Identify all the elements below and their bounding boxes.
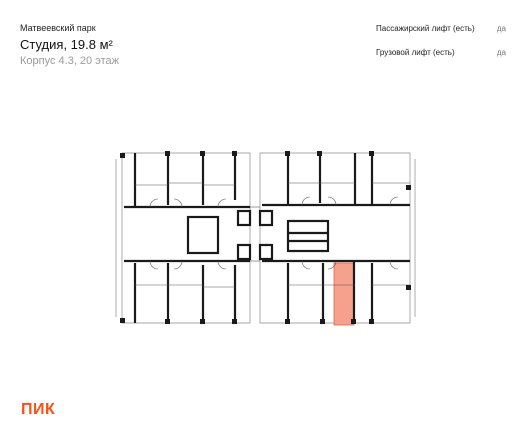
project-name: Матвеевский парк — [20, 23, 96, 33]
spec-value: да — [496, 48, 506, 57]
highlighted-apartment[interactable] — [333, 262, 355, 326]
building-floor: Корпус 4.3, 20 этаж — [20, 55, 119, 67]
spec-passenger-lift: Пассажирский лифт (есть) да — [376, 24, 506, 33]
pik-logo: ПИК — [21, 401, 56, 418]
apartment-title: Студия, 19.8 м² — [20, 37, 113, 52]
floor-plan — [115, 151, 416, 326]
spec-label: Пассажирский лифт (есть) — [376, 24, 475, 33]
spec-value: да — [496, 24, 506, 33]
spec-label: Грузовой лифт (есть) — [376, 48, 455, 57]
spec-freight-lift: Грузовой лифт (есть) да — [376, 48, 506, 57]
